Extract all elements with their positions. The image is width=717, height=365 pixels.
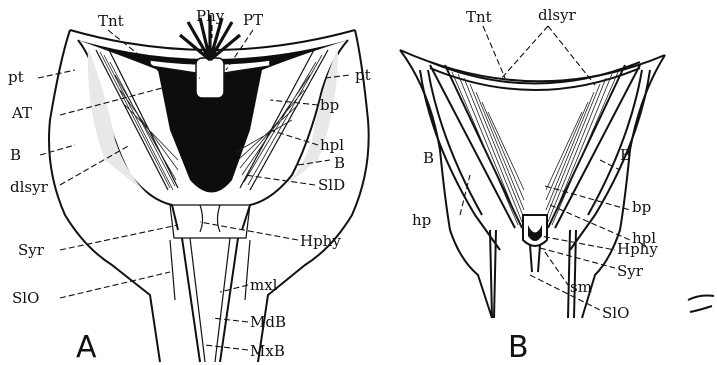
figure-a-salivary-duct (200, 205, 220, 232)
label-a-phy: Phy (196, 7, 225, 25)
figure-b-syringe (523, 215, 547, 272)
figure-b-left-arm (420, 65, 522, 250)
figure-b-specimen-mark (688, 296, 714, 313)
label-b-slo: SlO (602, 304, 629, 322)
label-a-mxl: mxl (250, 276, 278, 294)
label-a-tnt: Tnt (98, 12, 124, 30)
label-a-mxb: MxB (250, 342, 285, 360)
label-b-sm: sm (570, 278, 592, 296)
figure-b-tentorium (430, 62, 640, 90)
label-a-dlsyr: dlsyr (10, 178, 49, 196)
label-a-slo: SlO (12, 289, 39, 307)
figure-b-right-arm (548, 65, 650, 250)
label-b-tnt: Tnt (466, 8, 492, 26)
figure-b (400, 50, 714, 318)
label-a-b-right: B (334, 154, 345, 172)
label-b-syr: Syr (617, 262, 644, 280)
label-a-mdb: MdB (250, 313, 286, 331)
label-a-bp: bp (320, 96, 339, 114)
label-b-hphy: Hphy (617, 240, 658, 258)
label-b-dlsyr: dlsyr (538, 6, 577, 24)
figure-b-labels: Tnt dlsyr B B bp hp hpl Hphy Syr sm SlO … (412, 6, 658, 365)
panel-label-a: A (76, 330, 97, 365)
label-b-b-left: B (423, 149, 434, 167)
label-a-at: AT (11, 104, 32, 122)
label-a-sld: SlD (318, 176, 345, 194)
label-a-syr: Syr (18, 241, 45, 259)
label-a-pt: PT (243, 11, 263, 29)
figure-a-stylets (170, 238, 250, 362)
figure-a-hypopharynx (170, 205, 250, 238)
label-a-hphy: Hphy (300, 232, 341, 250)
label-a-pt-right: pt (355, 66, 371, 84)
figure-b-leaders (460, 26, 630, 310)
label-b-hp: hp (412, 211, 431, 229)
panel-label-b: B (508, 330, 529, 365)
label-a-pt-left: pt (8, 68, 24, 86)
label-b-bp: bp (632, 198, 651, 216)
label-b-b-right: B (620, 146, 631, 164)
figure-b-right-muscle (546, 72, 618, 225)
label-a-b-left: B (10, 146, 21, 164)
label-a-hpl: hpl (320, 136, 344, 154)
